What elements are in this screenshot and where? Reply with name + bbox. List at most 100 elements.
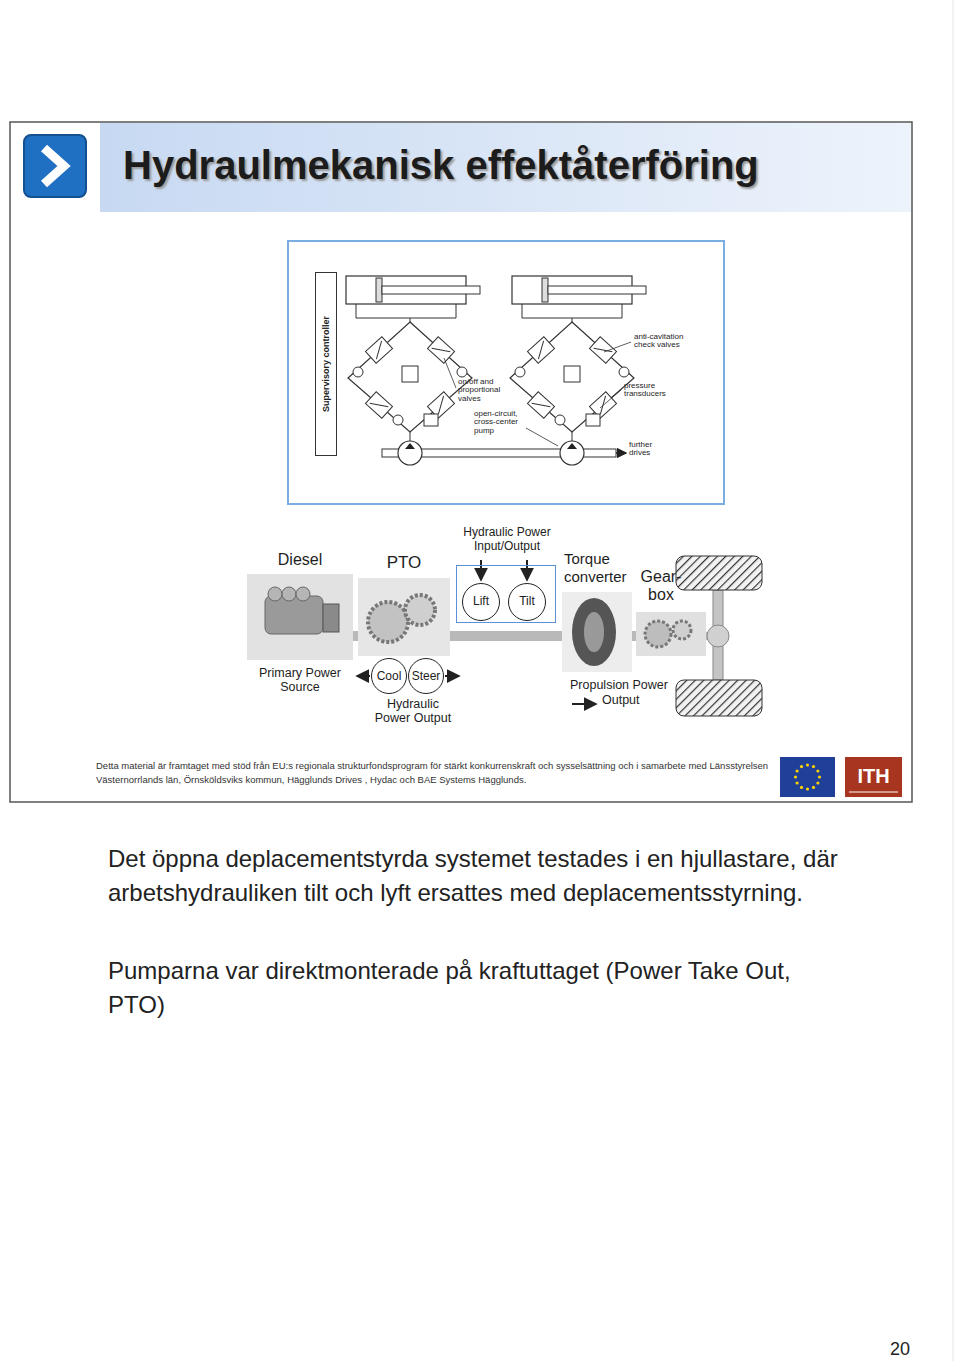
cylinder-port (622, 304, 623, 318)
controller-box: Supervisory controller (315, 272, 337, 456)
sensor-box (424, 414, 438, 426)
converter-housing (572, 598, 616, 666)
leader-line (604, 342, 631, 352)
eu-star (796, 769, 799, 772)
title-bar (100, 123, 911, 212)
cylinder-rod (382, 286, 480, 294)
valve-body (527, 392, 554, 419)
eu-star (816, 769, 819, 772)
body-text: Det öppna deplacementstyrda systemet tes… (108, 842, 848, 910)
picture-ground (636, 612, 706, 656)
pump-pipe (410, 432, 411, 441)
gearbox-block: Gear- box (636, 568, 706, 658)
valve-line (532, 341, 551, 359)
callout-label: further drives (629, 441, 663, 458)
label-slot: on/off and proportional valves (458, 378, 510, 403)
valve-symbol (365, 337, 392, 364)
body-text: Pumparna var direktmonterade på kraftutt… (108, 954, 848, 1022)
logic-block (564, 366, 580, 382)
cylinder-port (456, 304, 457, 318)
drive-shaft (353, 631, 358, 641)
label-slot: anti-cavitation check valves (634, 333, 694, 350)
label-slot: pressure transducers (624, 382, 676, 399)
callout-label: on/off and proportional valves (458, 378, 510, 403)
callout-label: open-circuit, cross-center pump (474, 410, 528, 435)
engine-cylinder (268, 587, 282, 601)
valve-body (427, 337, 454, 364)
valve-symbol (589, 337, 616, 364)
node-label: Supervisory controller (321, 316, 331, 412)
node-label: Gear- box (636, 568, 686, 603)
eu-flag (780, 757, 835, 797)
pump-circle: Lift (462, 583, 500, 621)
valve-symbol (527, 337, 554, 364)
cylinder-piston (542, 278, 548, 302)
engine-cylinder (282, 587, 296, 601)
node-body: Primary Power Source (247, 666, 353, 695)
node-label: Cool (372, 669, 406, 683)
valve-body (589, 337, 616, 364)
node-label: Torque converter (562, 550, 632, 586)
valve-symbol (527, 392, 554, 419)
flow-arrow (357, 675, 370, 677)
node-label: Steer (409, 669, 443, 683)
leader-line (600, 390, 621, 408)
leader-line (444, 358, 456, 388)
title-icon (24, 135, 86, 197)
valve-symbol (365, 392, 392, 419)
slide-title: Hydraulmekanisk effektåterföring (123, 142, 903, 188)
eu-star (816, 781, 819, 784)
pto-block: PTO (358, 550, 450, 656)
cylinder-rod (548, 286, 646, 294)
eu-star (800, 786, 803, 789)
slide-frame (10, 122, 912, 802)
cylinder-port (522, 304, 523, 318)
leader-line (526, 428, 558, 446)
cylinder-port (356, 304, 357, 318)
valve-line (370, 396, 389, 414)
cylinder-piston (376, 278, 382, 302)
sensor-port (555, 415, 565, 425)
bridge-diamond (348, 322, 472, 432)
pressure-port (353, 367, 363, 377)
valve-bridge (348, 318, 472, 441)
valve-body (365, 392, 392, 419)
logic-block (402, 366, 418, 382)
gear (645, 621, 671, 647)
callout-label: anti-cavitation check valves (634, 333, 694, 350)
engine-flywheel (323, 604, 339, 632)
picture-ground (562, 592, 632, 672)
valve-line (432, 396, 451, 414)
engine-picture (247, 574, 353, 660)
pto-picture (358, 578, 450, 656)
valve-symbol (427, 337, 454, 364)
funding-note: Detta material är framtaget med stöd frå… (96, 759, 778, 787)
drive-shaft (450, 631, 562, 641)
valve-line (432, 341, 451, 359)
pump-symbol (560, 441, 584, 465)
torque-converter-picture (562, 592, 632, 672)
hydraulic-cylinder (512, 276, 646, 318)
pump-circle: Tilt (508, 583, 546, 621)
eu-star (800, 765, 803, 768)
valve-line (370, 341, 389, 359)
valve-body (365, 337, 392, 364)
pump-triangle (567, 443, 577, 449)
label-slot: Pumparna var direktmonterade på kraftutt… (108, 954, 848, 1022)
sensor-box (586, 414, 600, 426)
engine-block (265, 596, 323, 634)
sensor-port (393, 415, 403, 425)
pump-circle: Cool (371, 658, 407, 694)
eu-star (806, 763, 809, 766)
drive-shaft (632, 631, 636, 641)
wheel (676, 680, 762, 716)
hydraulic-io-box: Hydraulic Power Input/OutputLiftTilt (452, 526, 562, 624)
pressure-port (515, 367, 525, 377)
circuit-frame (288, 241, 724, 504)
label-slot: open-circuit, cross-center pump (474, 410, 528, 435)
page-number: 20 (890, 1340, 930, 1360)
engine-cylinder (296, 587, 310, 601)
pump-symbol (398, 441, 422, 465)
